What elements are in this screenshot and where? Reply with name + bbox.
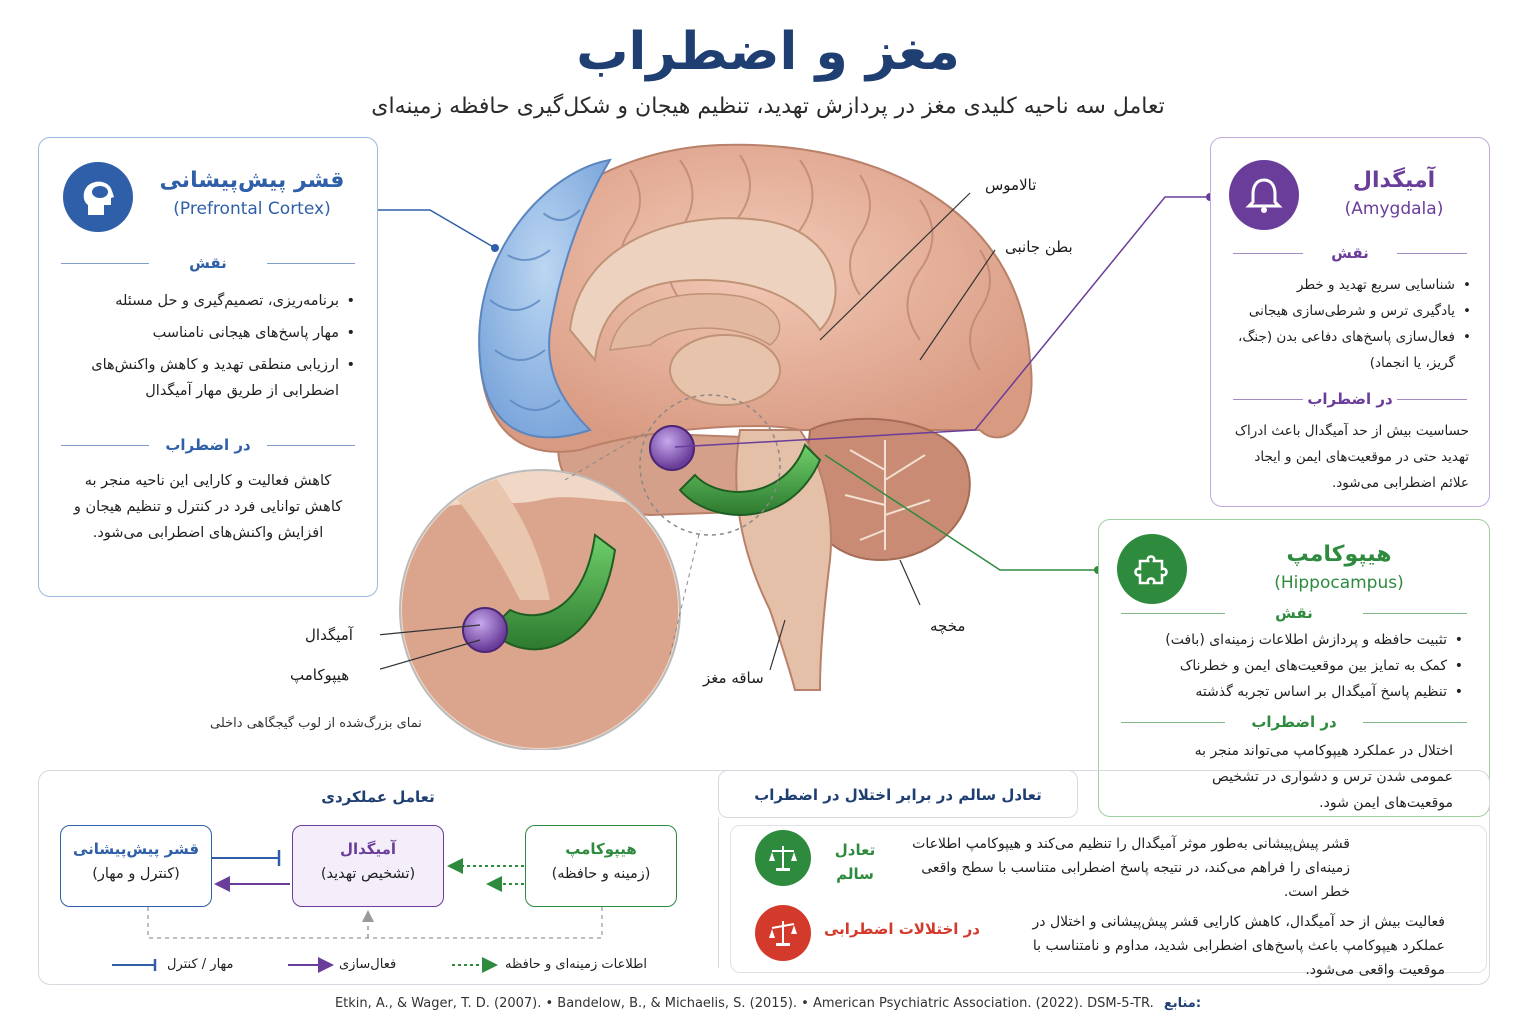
amygdala-anxiety-title: در اضطراب (1233, 390, 1467, 408)
prefrontal-role-list: برنامه‌ریزی، تصمیم‌گیری و حل مسئله مهار … (57, 288, 355, 404)
box-prefrontal-sub: (کنترل و مهار) (92, 866, 180, 882)
balance-box (730, 825, 1487, 973)
scale-healthy-icon (755, 830, 811, 886)
scale-disorder-icon (755, 905, 811, 961)
healthy-label: تعادل سالم (834, 841, 876, 883)
bell-icon (1229, 160, 1299, 230)
list-item: فعال‌سازی پاسخ‌های دفاعی بدن (جنگ، گریز،… (1223, 324, 1471, 376)
hippocampus-name-fa: هیپوکامپ (1286, 542, 1392, 567)
interaction-title: تعامل عملکردی (321, 788, 435, 806)
label-cerebellum: مخچه (930, 617, 966, 635)
legend-activate-label: فعال‌سازی (339, 957, 397, 972)
interaction-arrows (112, 850, 603, 973)
disorder-label: در اختلالات اضطرابی (823, 920, 980, 938)
prefrontal-heading: قشر پیش‌پیشانی (Prefrontal Cortex) (127, 168, 377, 219)
amygdala-name-fa: آمیگدال (1352, 168, 1436, 193)
box-amygdala-title: آمیگدال (339, 840, 397, 858)
inset-caption: نمای بزرگ‌شده از لوب گیجگاهی داخلی (210, 716, 422, 731)
hippocampus-anxiety-text: اختلال در عملکرد هیپوکامپ می‌تواند منجر … (1194, 743, 1453, 811)
hippocampus-anxiety-title: در اضطراب (1121, 713, 1467, 731)
page-title: مغز و اضطراب (576, 22, 960, 82)
box-hippocampus: هیپوکامپ (زمینه و حافظه) (525, 825, 677, 907)
sources: Etkin, A., & Wager, T. D. (2007). • Band… (0, 996, 1536, 1011)
legend-inhibit: مهار / کنترل (167, 957, 234, 972)
prefrontal-name-en: (Prefrontal Cortex) (173, 199, 331, 219)
sources-text: Etkin, A., & Wager, T. D. (2007). • Band… (334, 996, 1154, 1011)
hippocampus-name-en: (Hippocampus) (1274, 573, 1404, 593)
prefrontal-role-title: نقش (61, 254, 355, 272)
hippocampus-heading: هیپوکامپ (Hippocampus) (1189, 542, 1489, 593)
label-brainstem: ساقه مغز (703, 669, 764, 687)
amygdala-heading: آمیگدال (Amygdala) (1299, 168, 1489, 219)
sources-label: منابع: (1163, 996, 1202, 1011)
legend-inhibit-label: مهار / کنترل (167, 957, 234, 972)
list-item: مهار پاسخ‌های هیجانی نامناسب (57, 320, 355, 346)
legend-context: اطلاعات زمینه‌ای و حافظه (505, 957, 647, 972)
list-item: تنظیم پاسخ آمیگدال بر اساس تجربه گذشته (1129, 679, 1463, 705)
list-item: ارزیابی منطقی تهدید و کاهش واکنش‌های اضط… (57, 352, 355, 404)
puzzle-icon (1117, 534, 1187, 604)
box-hippocampus-title: هیپوکامپ (565, 840, 637, 858)
list-item: برنامه‌ریزی، تصمیم‌گیری و حل مسئله (57, 288, 355, 314)
box-amygdala-sub: (تشخیص تهدید) (320, 866, 416, 882)
brain-illustration (380, 143, 1033, 750)
box-prefrontal-title: قشر پیش‌پیشانی (72, 840, 200, 858)
prefrontal-anxiety-text: کاهش فعالیت و کارایی این ناحیه منجر به ک… (73, 473, 343, 541)
list-item: کمک به تمایز بین موقعیت‌های ایمن و خطرنا… (1129, 653, 1463, 679)
legend-context-label: اطلاعات زمینه‌ای و حافظه (505, 957, 648, 972)
label-inset-hippocampus: هیپوکامپ (290, 666, 350, 684)
list-item: شناسایی سریع تهدید و خطر (1223, 272, 1471, 298)
amygdala-card: آمیگدال (Amygdala) نقش شناسایی سریع تهدی… (1210, 137, 1490, 507)
amygdala-anxiety-text: حساسیت بیش از حد آمیگدال باعث ادراک تهدی… (1234, 423, 1469, 491)
amygdala-role-list: شناسایی سریع تهدید و خطر یادگیری ترس و ش… (1223, 272, 1471, 376)
hippocampus-role-title: نقش (1121, 604, 1467, 622)
hippocampus-role-list: تثبیت حافظه و پردازش اطلاعات زمینه‌ای (ب… (1129, 627, 1463, 705)
legend-activate: فعال‌سازی (339, 957, 396, 972)
box-hippocampus-sub: (زمینه و حافظه) (551, 866, 651, 882)
hippocampus-card: هیپوکامپ (Hippocampus) نقش تثبیت حافظه و… (1098, 519, 1490, 817)
prefrontal-anxiety-title: در اضطراب (61, 436, 355, 454)
amygdala-name-en: (Amygdala) (1344, 199, 1444, 219)
balance-title: تعادل سالم در برابر اختلال در اضطراب (754, 786, 1042, 804)
box-prefrontal: قشر پیش‌پیشانی (کنترل و مهار) (60, 825, 212, 907)
head-brain-icon (63, 162, 133, 232)
box-amygdala: آمیگدال (تشخیص تهدید) (292, 825, 444, 907)
amygdala-role-title: نقش (1233, 244, 1467, 262)
label-thalamus: تالاموس (985, 176, 1037, 194)
disorder-text: فعالیت بیش از حد آمیگدال، کاهش کارایی قش… (1032, 914, 1445, 978)
label-inset-amygdala: آمیگدال (305, 626, 353, 644)
vertical-divider (718, 818, 719, 968)
page-subtitle: تعامل سه ناحیه کلیدی مغز در پردازش تهدید… (371, 94, 1165, 119)
list-item: یادگیری ترس و شرطی‌سازی هیجانی (1223, 298, 1471, 324)
prefrontal-name-fa: قشر پیش‌پیشانی (159, 168, 345, 193)
label-lateral-ventricle: بطن جانبی (1005, 238, 1073, 256)
balance-title-tab (718, 770, 1078, 818)
list-item: تثبیت حافظه و پردازش اطلاعات زمینه‌ای (ب… (1129, 627, 1463, 653)
healthy-text: قشر پیش‌پیشانی به‌طور موثر آمیگدال را تن… (912, 836, 1350, 900)
prefrontal-card: قشر پیش‌پیشانی (Prefrontal Cortex) نقش ب… (38, 137, 378, 597)
